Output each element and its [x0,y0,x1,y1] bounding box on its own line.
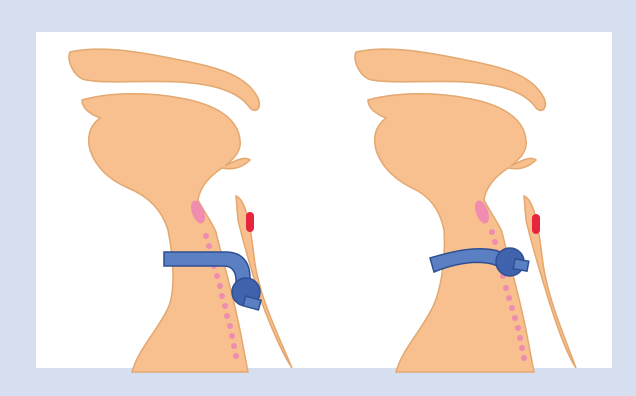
left-head-neck [81,93,252,373]
right-head-neck [367,93,538,373]
left-cartilage-oval [191,200,205,224]
left-sagittal-view [68,48,293,373]
right-vessel [532,214,540,234]
right-skull-cap [354,48,547,112]
left-trachea-rings [203,233,239,359]
right-cartilage-oval [475,200,489,224]
left-tube-tip [242,295,262,311]
left-skull-cap [68,48,261,112]
right-tube-tip [512,257,530,273]
left-epiglottis [235,194,293,369]
right-sagittal-view [354,48,577,373]
left-vessel [246,212,254,232]
right-epiglottis [523,194,577,369]
